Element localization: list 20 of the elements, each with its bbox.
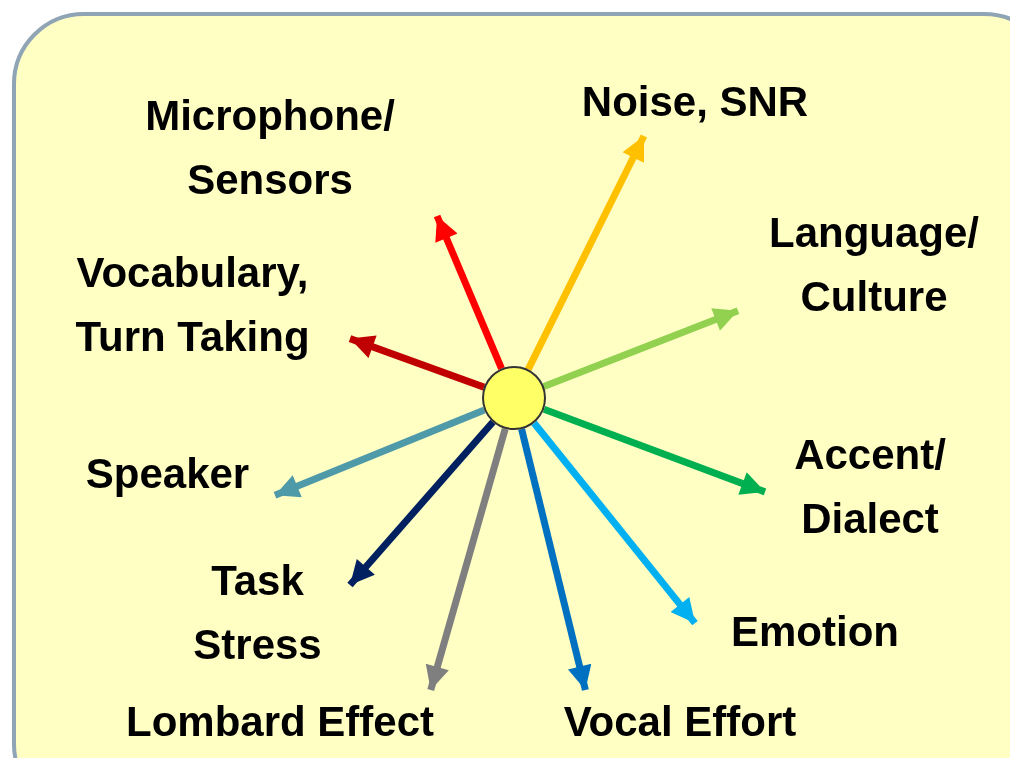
factor-label: Accent/ Dialect xyxy=(765,422,975,552)
arrow xyxy=(531,420,698,626)
factor-label: Language/ Culture xyxy=(738,200,1010,330)
arrow xyxy=(433,214,505,370)
arrow xyxy=(518,428,592,691)
arrow xyxy=(542,307,740,390)
arrow xyxy=(273,406,486,499)
factor-label: Speaker xyxy=(60,442,275,506)
factor-label: Vocabulary, Turn Taking xyxy=(35,240,350,370)
arrow xyxy=(525,134,648,371)
arrow xyxy=(347,419,496,588)
factor-label: Emotion xyxy=(695,600,935,664)
factor-label: Lombard Effect xyxy=(70,690,490,754)
factor-label: Vocal Effort xyxy=(520,690,840,754)
arrow xyxy=(425,427,509,691)
factor-label: Microphone/ Sensors xyxy=(100,80,440,216)
factor-label: Noise, SNR xyxy=(540,68,850,136)
arrow xyxy=(542,405,767,496)
factor-label: Task Stress xyxy=(165,548,350,678)
arrow xyxy=(348,335,486,391)
